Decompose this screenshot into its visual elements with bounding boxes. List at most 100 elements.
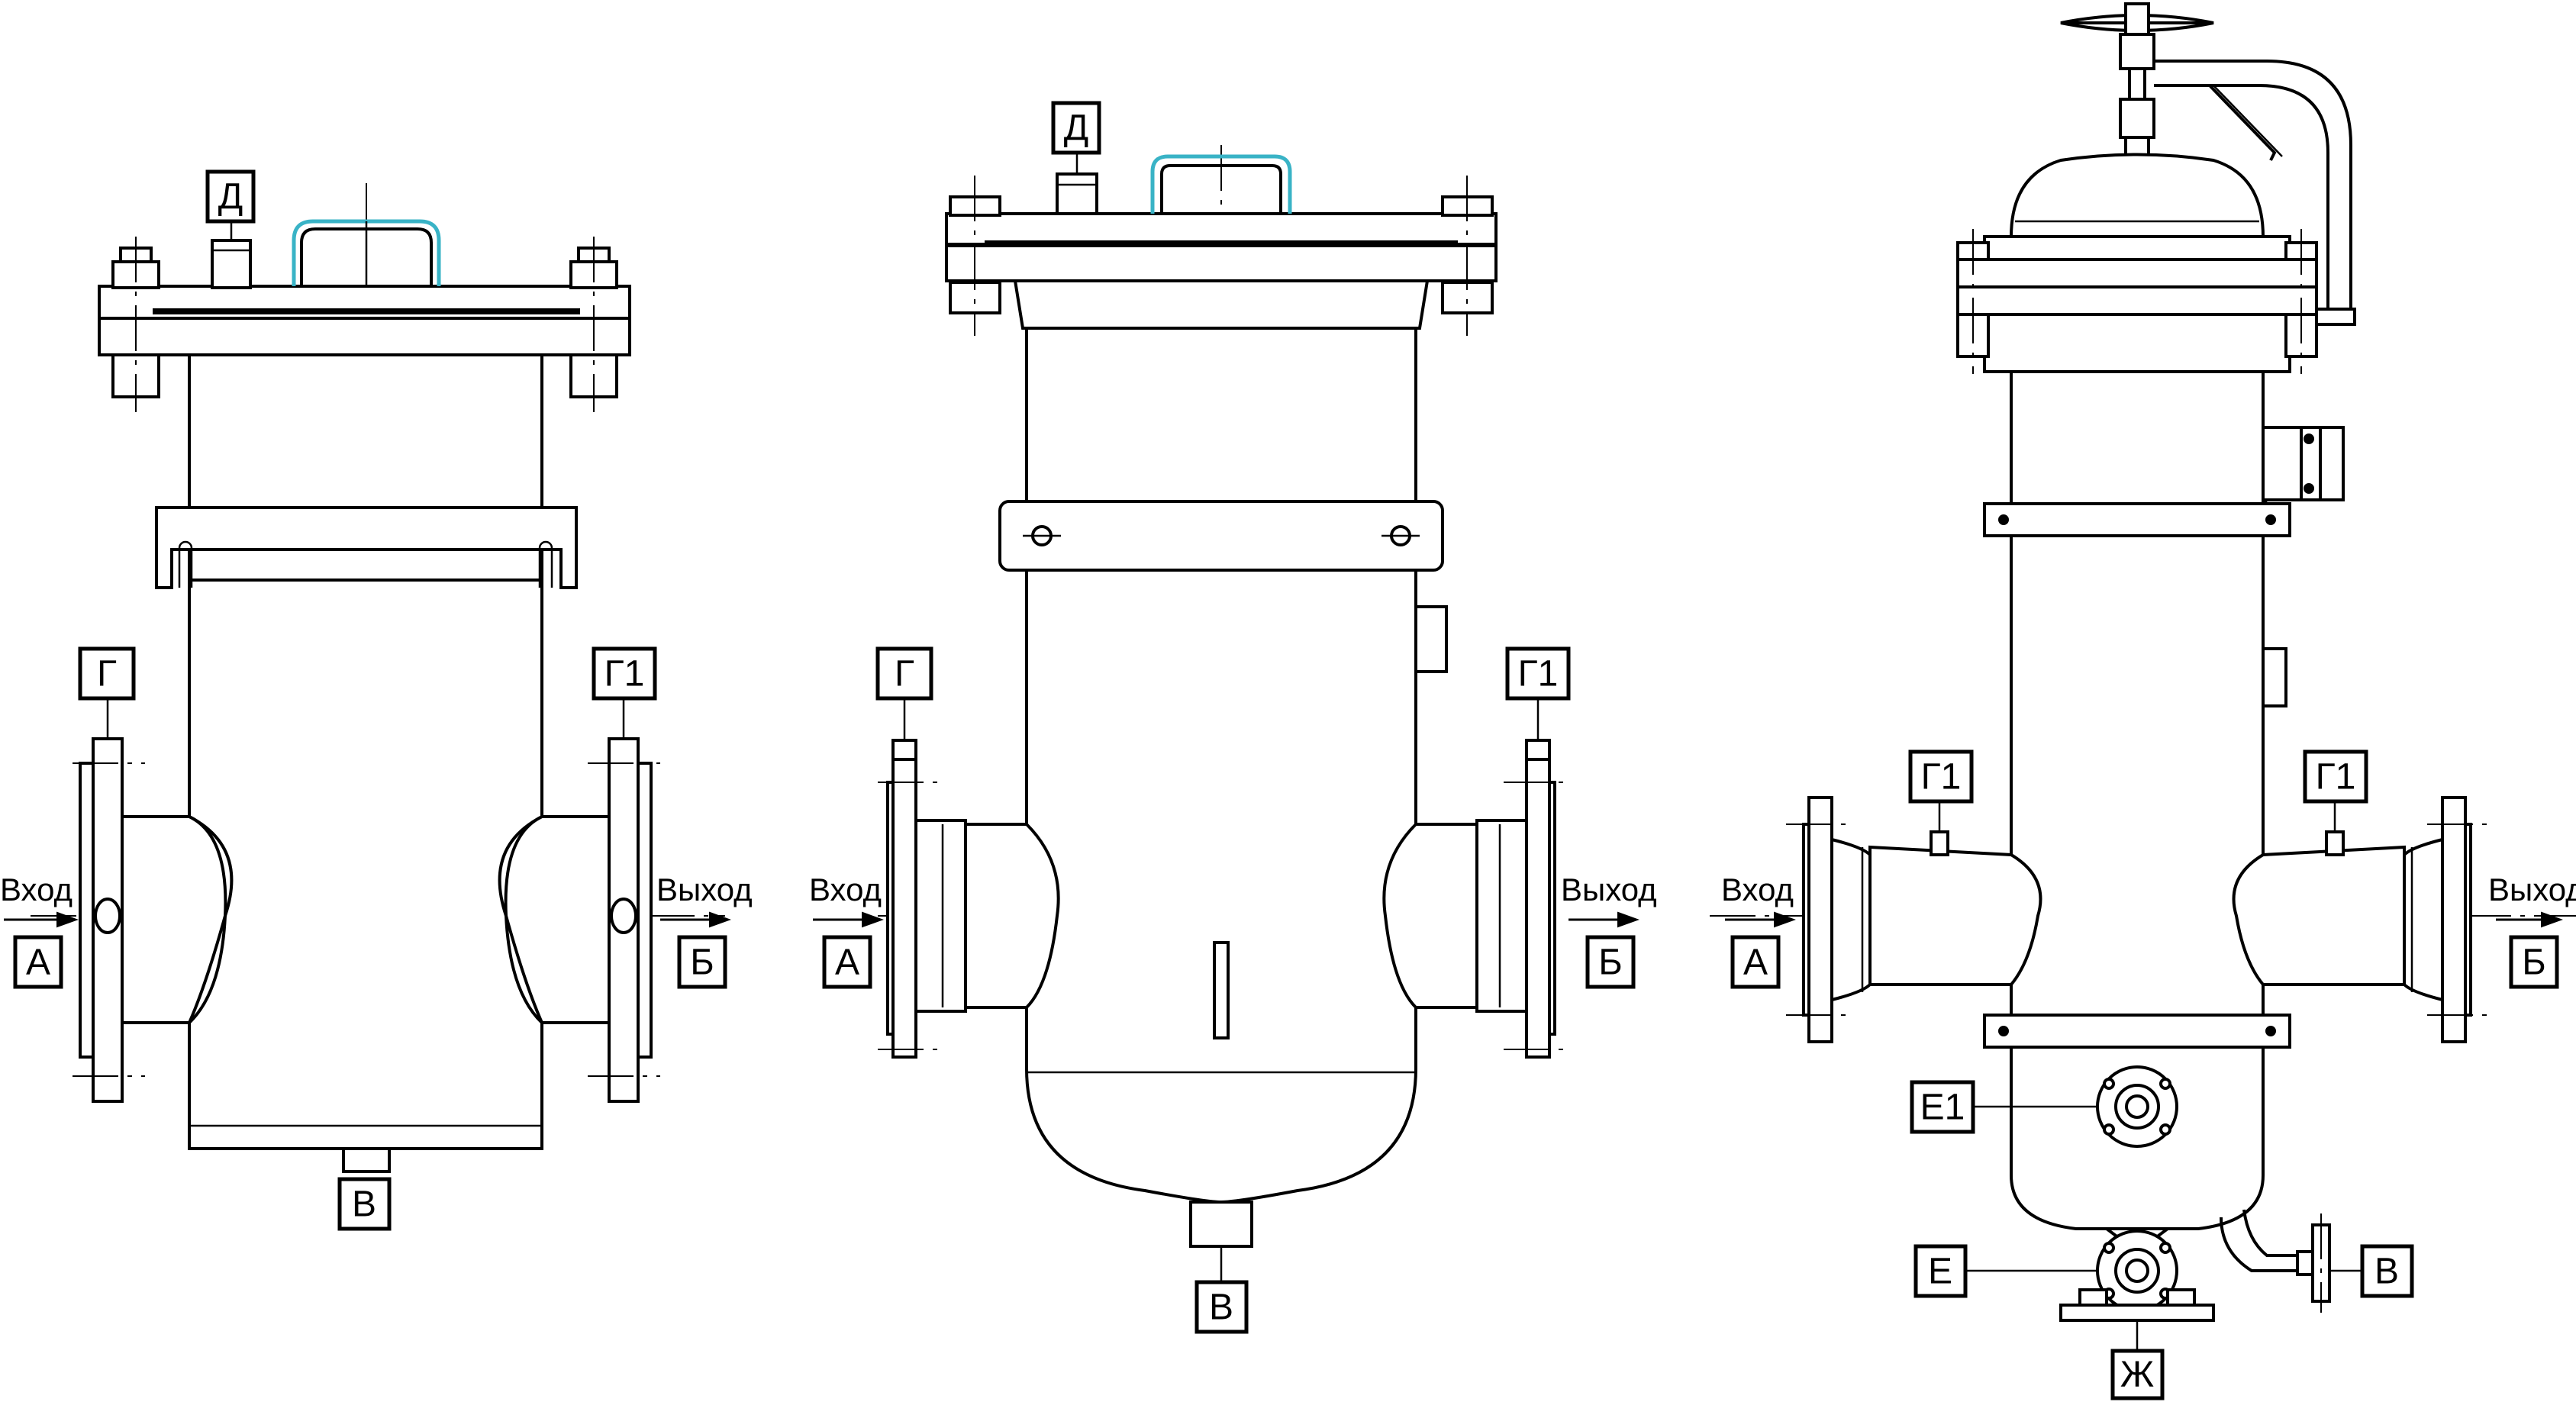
label-a: А <box>822 935 872 989</box>
nameplate <box>2262 647 2287 707</box>
label-e1: Е1 <box>1910 1080 1975 1134</box>
outlet-reducer <box>1475 819 1528 1013</box>
bracket-leg-left <box>178 540 193 588</box>
outlet-flange-gasket <box>637 762 653 1059</box>
inlet-flange <box>891 758 917 1059</box>
inlet-gauge-fitting <box>1930 830 1949 856</box>
svg-text:Г1: Г1 <box>1518 654 1559 695</box>
label-b: Б <box>1585 935 1636 989</box>
outlet-flange-gasket <box>1548 781 1556 1036</box>
inlet-reducer <box>1830 837 1872 1002</box>
label-b: Б <box>2509 935 2559 989</box>
vent-nozzle <box>1056 172 1098 215</box>
support-band <box>998 500 1444 572</box>
svg-text:Г1: Г1 <box>2316 757 2356 798</box>
svg-text:В: В <box>2374 1252 2399 1292</box>
lid-bolt-right <box>569 237 618 412</box>
side-port-e1 <box>2096 1065 2178 1148</box>
lid-flange-bottom <box>945 244 1498 282</box>
bottom-port-e <box>2096 1227 2178 1312</box>
inlet-gauge-port <box>94 898 121 934</box>
inlet-text: Вход <box>0 872 73 907</box>
inlet-pipe <box>964 823 1060 1009</box>
svg-text:В: В <box>352 1184 376 1225</box>
filter-2: Вход Выход Д Г Г1 В А Б <box>809 101 1657 1334</box>
label-a: А <box>13 935 63 989</box>
upper-transition <box>1013 279 1430 330</box>
sight-slot <box>1213 941 1230 1039</box>
lid-bolt-left <box>111 237 160 412</box>
drain-nozzle <box>1189 1201 1253 1248</box>
lid-bolt-left <box>949 176 1001 336</box>
label-g: Г <box>78 646 136 701</box>
svg-text:Д: Д <box>218 177 243 218</box>
inlet-reducer <box>914 819 967 1013</box>
label-zh: Ж <box>2110 1349 2165 1400</box>
outlet-text: Выход <box>2488 872 2576 907</box>
label-g: Г <box>875 646 933 701</box>
label-v: В <box>337 1177 392 1231</box>
filter-3: Вход Выход Г1 Г1 Е1 Е В Ж А <box>1710 2 2576 1400</box>
drive-clamp <box>2315 308 2356 326</box>
outlet-text: Выход <box>656 872 753 907</box>
svg-text:А: А <box>835 943 859 983</box>
nameplate <box>1414 605 1448 673</box>
label-g1-left: Г1 <box>1908 749 1974 804</box>
filter-body <box>1025 327 1417 1204</box>
base-plate <box>2059 1304 2215 1322</box>
drain-nozzle <box>342 1147 391 1173</box>
inlet-flange <box>1807 796 1833 1043</box>
outlet-flange <box>2441 796 2467 1043</box>
handwheel <box>2060 2 2214 162</box>
inlet-pipe <box>1868 845 2042 986</box>
drain-valve <box>2296 1250 2314 1276</box>
label-g1-right: Г1 <box>2303 749 2368 804</box>
lid-flange-top <box>945 212 1498 246</box>
outlet-saddle <box>504 815 543 1024</box>
svg-text:Б: Б <box>2522 943 2546 983</box>
outlet-arrow <box>660 911 731 928</box>
label-v: В <box>1195 1280 1249 1334</box>
outlet-gauge-port <box>610 898 637 934</box>
label-a: А <box>1730 935 1781 989</box>
outlet-arrow <box>1568 911 1639 928</box>
drive-bracket <box>2208 84 2277 161</box>
support-bracket <box>155 506 578 589</box>
outlet-reducer <box>2403 837 2444 1002</box>
svg-text:Д: Д <box>1064 108 1089 149</box>
inlet-arrow <box>4 911 79 928</box>
filter-body <box>188 353 543 1150</box>
inlet-arrow <box>1725 911 1796 928</box>
outlet-arrow <box>2496 911 2563 928</box>
inlet-gauge-fitting <box>891 739 917 761</box>
label-b: Б <box>677 935 727 989</box>
label-e: Е <box>1913 1244 1968 1298</box>
svg-text:Г1: Г1 <box>1921 757 1962 798</box>
lower-band <box>1983 1014 2291 1049</box>
label-g1: Г1 <box>592 646 657 701</box>
svg-text:Б: Б <box>1598 943 1623 983</box>
svg-text:Ж: Ж <box>2120 1355 2154 1395</box>
outlet-pipe <box>1382 823 1478 1009</box>
drain-pipe <box>2220 1217 2297 1272</box>
outlet-text: Выход <box>1561 872 1657 907</box>
svg-text:В: В <box>1209 1288 1233 1328</box>
upper-band <box>1983 502 2291 537</box>
bracket-leg-right <box>538 540 553 588</box>
outlet-flange <box>1525 758 1551 1059</box>
label-d: Д <box>1051 101 1101 155</box>
inlet-saddle <box>188 815 227 1024</box>
svg-text:Е1: Е1 <box>1920 1088 1965 1128</box>
inlet-text: Вход <box>1721 872 1794 907</box>
svg-text:Е: Е <box>1928 1252 1952 1292</box>
bracket-band <box>188 548 543 582</box>
inlet-text: Вход <box>809 872 882 907</box>
inlet-flange-gasket <box>79 762 95 1059</box>
label-v: В <box>2360 1244 2414 1298</box>
svg-text:Б: Б <box>690 943 714 983</box>
label-g1: Г1 <box>1505 646 1571 701</box>
lid-bolt-right <box>1441 176 1494 336</box>
lid-flange-bottom <box>98 317 631 356</box>
